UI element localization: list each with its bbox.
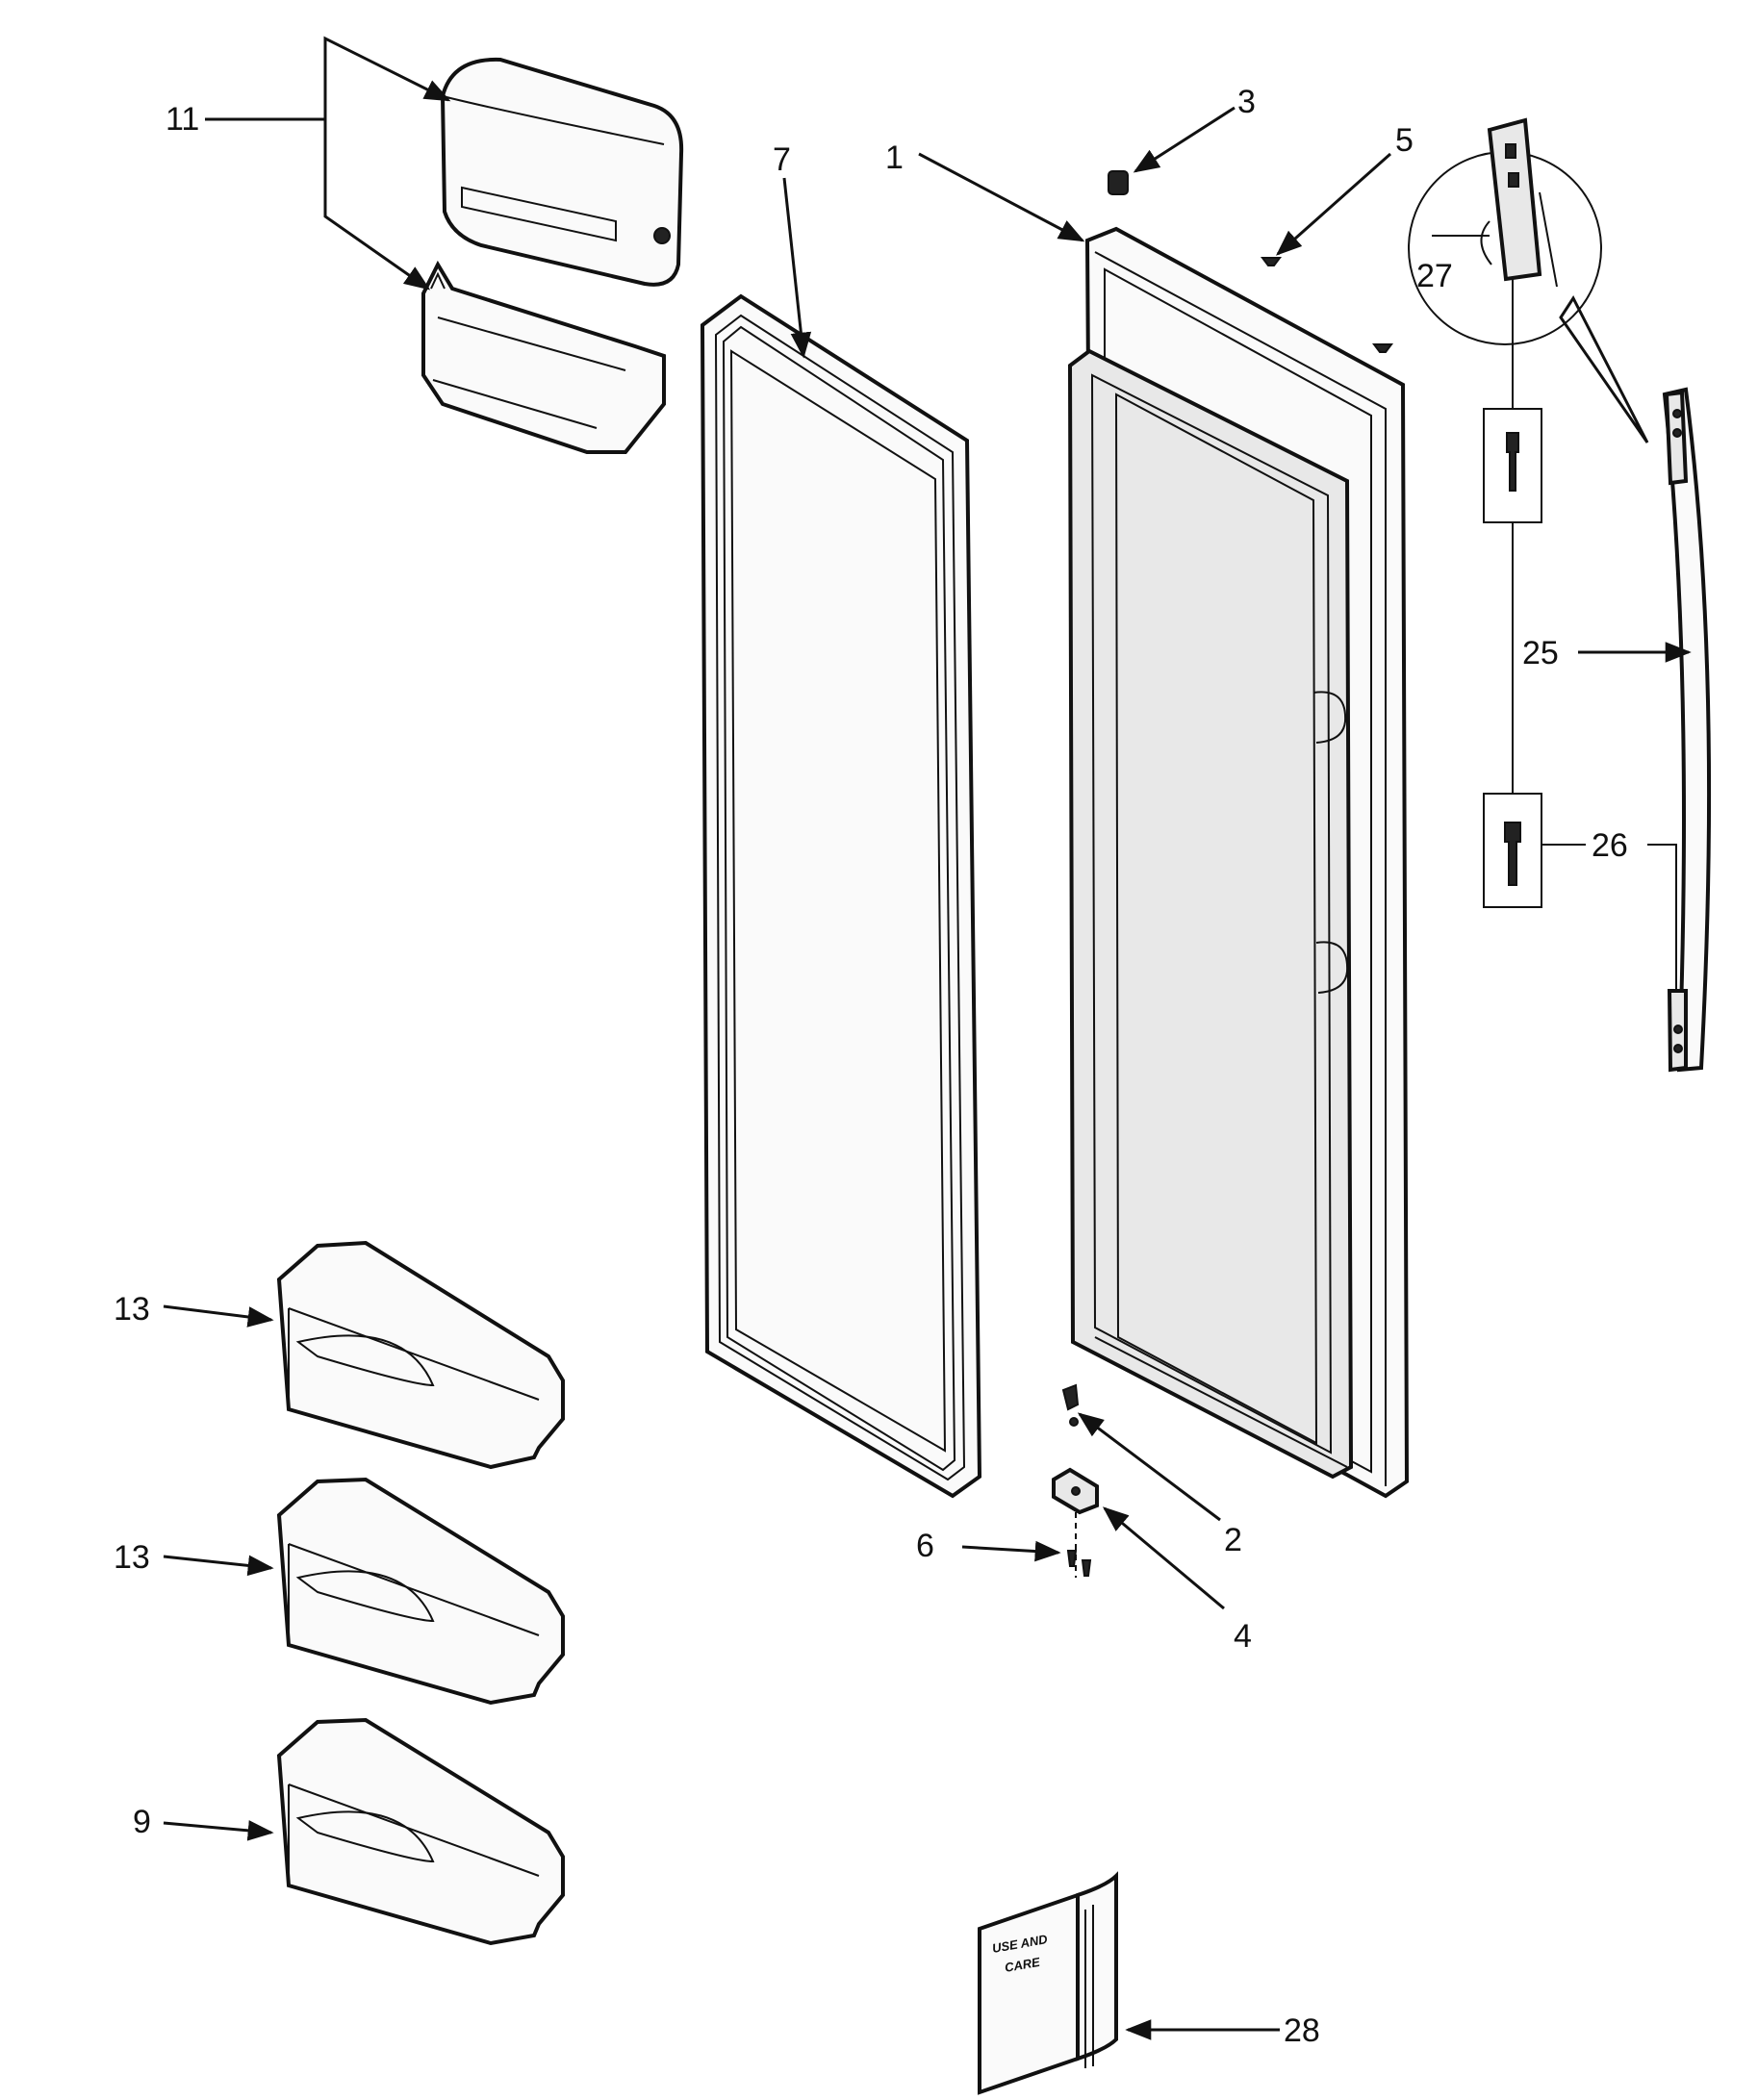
part-3-plug (1108, 170, 1129, 195)
part-6-screws (1066, 1550, 1092, 1577)
callout-1: 1 (885, 139, 904, 176)
part-28-use-and-care-manual: USE AND CARE (978, 1871, 1118, 2095)
leader-2 (1077, 1412, 1221, 1522)
part-2-hinge-pin (1061, 1383, 1080, 1427)
callout-26: 26 (1592, 827, 1628, 864)
leader-7 (782, 177, 812, 359)
callout-28: 28 (1284, 2012, 1320, 2049)
part-7-door-gasket (700, 293, 982, 1499)
part-5-screws (1261, 257, 1393, 353)
leader-1 (918, 152, 1085, 242)
part-25-door-handle (1662, 387, 1712, 1073)
manual-cover-line2: CARE (1004, 1955, 1041, 1975)
part-11-dairy-bin-with-cover (421, 57, 684, 454)
leader-5 (1275, 152, 1391, 256)
callout-9: 9 (133, 1804, 151, 1840)
part-13-door-bin-middle (276, 1477, 565, 1706)
part-9-door-bin-lower (276, 1717, 565, 1946)
part-4-hinge-bracket (1052, 1467, 1099, 1578)
part-26-handle-screws (1483, 408, 1542, 908)
leader-6 (961, 1540, 1061, 1562)
leader-13-upper (163, 1304, 274, 1328)
callout-4: 4 (1234, 1618, 1252, 1655)
callout-2: 2 (1224, 1522, 1242, 1558)
callout-7: 7 (773, 141, 791, 178)
leader-4 (1102, 1506, 1225, 1610)
leader-26-right (1647, 844, 1677, 1005)
part-1-door-assembly (1067, 226, 1410, 1499)
leader-9 (163, 1820, 274, 1841)
callout-11: 11 (166, 101, 199, 138)
callout-25: 25 (1522, 635, 1559, 671)
callout-13-upper: 13 (114, 1291, 150, 1328)
callout-27: 27 (1416, 258, 1453, 294)
callout-3: 3 (1237, 84, 1256, 120)
leader-3 (1133, 106, 1236, 173)
leader-11-cover (323, 36, 451, 119)
callout-13-middle: 13 (114, 1539, 150, 1576)
callout-6: 6 (916, 1528, 934, 1564)
callout-5: 5 (1395, 122, 1414, 159)
leader-11 (205, 117, 431, 291)
part-27-detail-view (1408, 117, 1602, 345)
part-13-door-bin-upper (276, 1240, 565, 1470)
leader-13-middle (163, 1555, 274, 1577)
detail-pointer (1559, 295, 1649, 443)
